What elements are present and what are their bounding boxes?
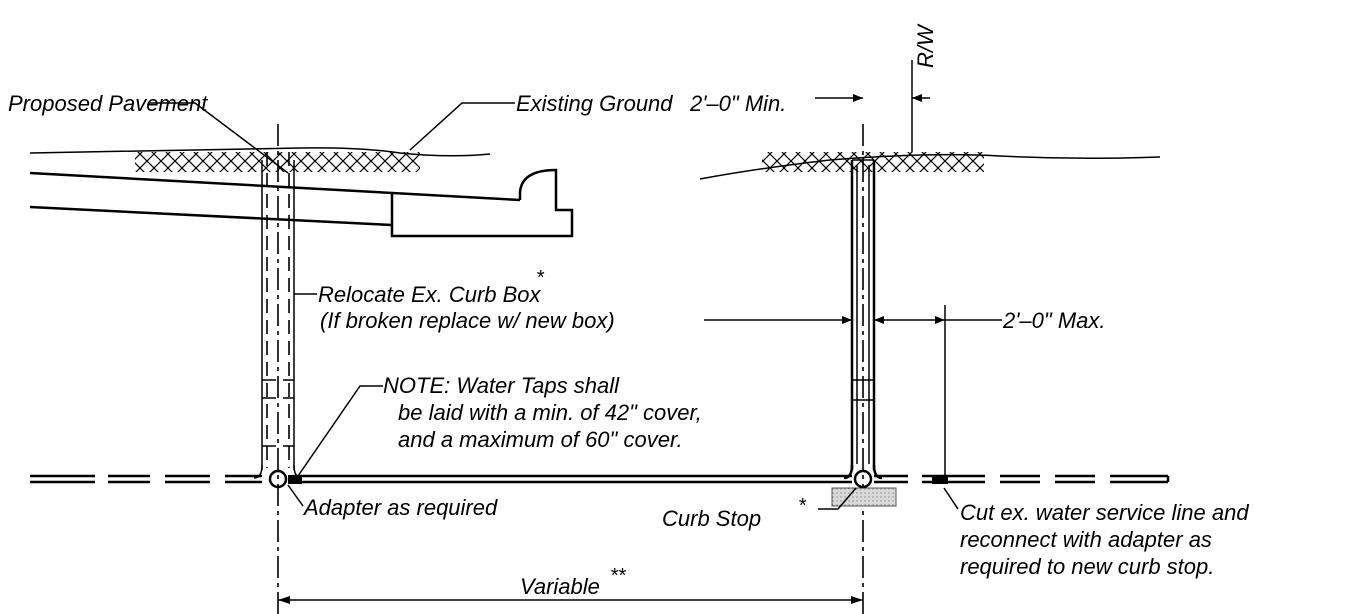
water-service-line [30,474,1170,484]
curb-stop-block [831,487,897,507]
old-curb-stop [268,469,288,489]
label-cut-line2: reconnect with adapter as [960,527,1212,552]
pavement-bottom-line [29,205,393,227]
label-existing-ground: Existing Ground [516,91,673,116]
curb-gutter [390,168,574,238]
label-note-line2: be laid with a min. of 42" cover, [398,400,702,425]
leader-adapter [287,484,304,507]
label-max-2ft: 2'–0" Max. [1002,308,1106,333]
leader-curb-stop [818,487,857,510]
label-relocate-asterisk: * [536,267,545,289]
existing-curb-box [253,152,303,479]
label-cut-line3: required to new curb stop. [960,554,1214,579]
leader-note [297,385,383,477]
label-rw: R/W [913,23,938,68]
label-curb-stop: Curb Stop [662,506,761,531]
label-cut-line1: Cut ex. water service line and [960,500,1249,525]
label-note-line1: NOTE: Water Taps shall [383,373,620,398]
existing-ground-line-left [29,147,491,157]
label-variable-asterisks: ** [610,565,627,587]
leader-cut [943,487,959,510]
leader-existing-ground [409,102,515,151]
label-min-2ft: 2'–0" Min. [689,91,786,116]
label-relocate-line1: Relocate Ex. Curb Box [318,282,542,307]
label-curb-stop-asterisk: * [798,495,807,517]
label-adapter: Adapter as required [302,495,498,520]
label-relocate-line2: (If broken replace w/ new box) [320,308,615,333]
new-curb-stop [853,469,873,489]
leader-proposed-pavement [148,102,289,174]
label-variable: Variable [520,574,600,599]
adapter-right [932,475,948,484]
label-note-line3: and a maximum of 60" cover. [398,427,683,452]
pavement-top-line [29,171,521,202]
adapter-left [288,475,302,484]
label-proposed-pavement: Proposed Pavement [8,91,208,116]
